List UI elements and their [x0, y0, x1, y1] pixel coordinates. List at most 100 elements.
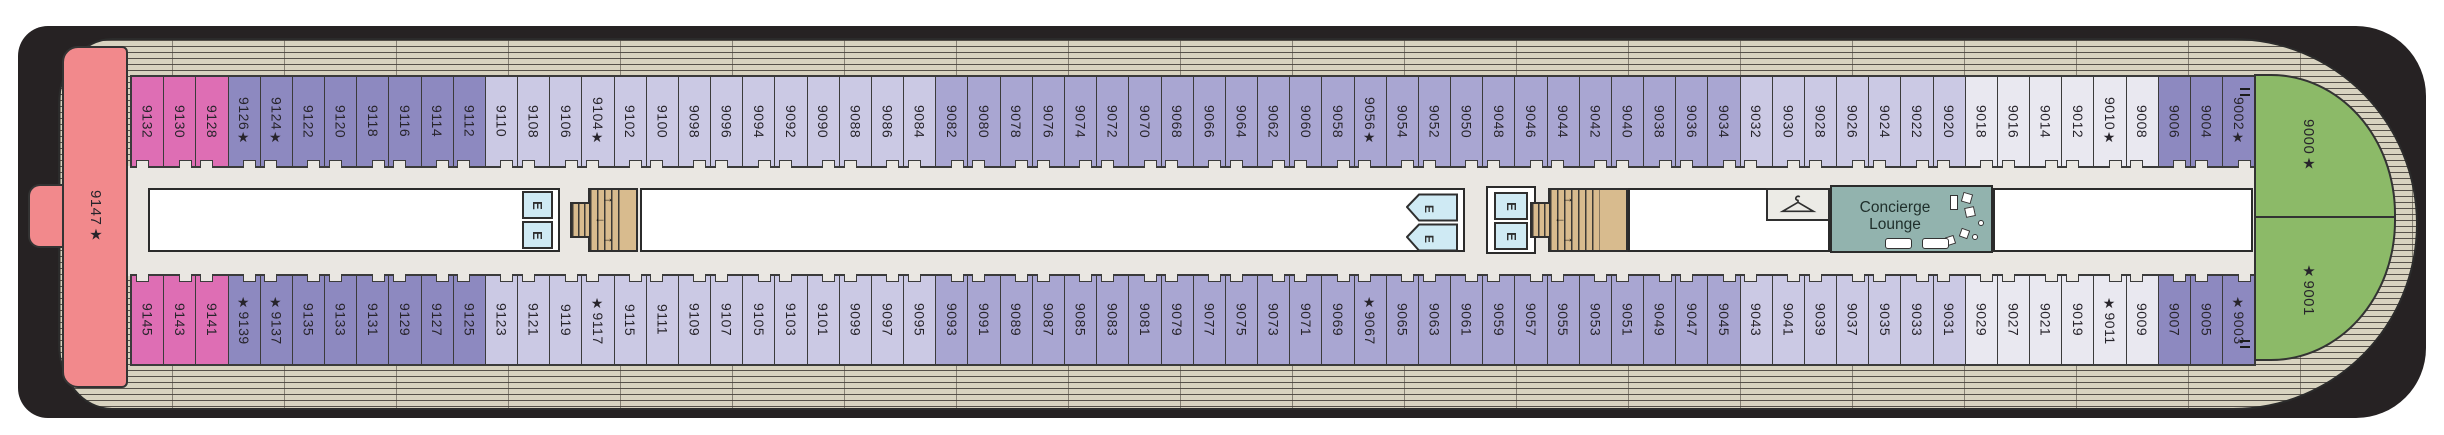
elevator: E — [522, 191, 553, 219]
cabin-label: 9009 — [2134, 303, 2151, 337]
cabin-label: 9126★ — [236, 96, 253, 147]
cabin-label: 9064 — [1233, 104, 1250, 139]
cabin-label: 9109 — [686, 303, 703, 337]
cabin-label: 9135 — [300, 303, 317, 337]
cabin-label: 9014 — [2037, 104, 2054, 139]
cabin-9089: 9089 — [1000, 274, 1033, 364]
cabin-label: 9058 — [1329, 104, 1346, 139]
cabin-9137: ★9137 — [260, 274, 293, 364]
cabin-9019: 9019 — [2062, 274, 2095, 364]
cabin-label: 9129 — [396, 303, 413, 337]
elevator: E — [1494, 222, 1528, 250]
elevator: E — [1406, 193, 1458, 222]
cabin-label: 9020 — [1941, 104, 1958, 139]
cabin-label: 9027 — [2005, 303, 2022, 337]
cabin-label: 9092 — [783, 104, 800, 139]
cabin-label: 9059 — [1490, 303, 1507, 337]
cabin-label: 9087 — [1040, 303, 1057, 337]
cabin-9070: 9070 — [1129, 77, 1162, 168]
cabin-9088: 9088 — [839, 77, 872, 168]
svg-text:E: E — [1422, 235, 1436, 243]
cabin-label: 9091 — [976, 303, 993, 337]
cabin-9101: 9101 — [807, 274, 840, 364]
cabin-label: 9099 — [847, 303, 864, 337]
cabin-9111: 9111 — [646, 274, 679, 364]
cabin-label: ★9067 — [1362, 295, 1379, 345]
cabin-9005: 9005 — [2191, 274, 2224, 364]
cabin-9094: 9094 — [743, 77, 776, 168]
cabin-9046: 9046 — [1515, 77, 1548, 168]
cabin-label: 9132 — [139, 104, 156, 139]
cabin-9075: 9075 — [1225, 274, 1259, 364]
cabin-9051: 9051 — [1611, 274, 1645, 364]
cabin-9128: 9128 — [196, 77, 229, 168]
cabin-label: 9072 — [1104, 104, 1121, 139]
cabin-label: 9066 — [1201, 104, 1218, 139]
cabin-label: 9071 — [1297, 303, 1314, 337]
cabin-9060: 9060 — [1290, 77, 1323, 168]
cabin-label: 9075 — [1233, 303, 1250, 337]
cabin-label: 9094 — [750, 104, 767, 139]
cabin-9063: 9063 — [1418, 274, 1452, 364]
cabin-9086: 9086 — [871, 77, 905, 168]
cabin-9016: 9016 — [1997, 77, 2031, 168]
cabin-label: 9056★ — [1362, 96, 1379, 147]
stairs-icon — [1548, 188, 1628, 252]
cabin-label: 9052 — [1426, 104, 1443, 139]
cabin-9143: 9143 — [164, 274, 197, 364]
cabin-9072: 9072 — [1097, 77, 1130, 168]
cabin-label: 9127 — [429, 303, 446, 337]
cabin-9108: 9108 — [518, 77, 551, 168]
cabin-label: 9098 — [686, 104, 703, 139]
cabin-label: 9122 — [300, 104, 317, 139]
cabin-9105: 9105 — [743, 274, 776, 364]
cabin-label: 9104★ — [589, 96, 606, 147]
cabin-label: 9022 — [1909, 104, 1926, 139]
cabin-label: 9024 — [1876, 104, 1893, 139]
cabin-label: 9116 — [396, 105, 413, 138]
hanger-icon — [1779, 194, 1817, 212]
cabin-label: 9082 — [943, 104, 960, 139]
cabin-9045: 9045 — [1708, 274, 1741, 364]
cabin-9029: 9029 — [1965, 274, 1998, 364]
cabin-9131: 9131 — [357, 274, 390, 364]
cabin-label: 9121 — [525, 303, 542, 337]
cabin-9099: 9099 — [839, 274, 872, 364]
cabin-9021: 9021 — [2030, 274, 2063, 364]
cabin-9076: 9076 — [1032, 77, 1065, 168]
cabin-label: 9046 — [1522, 104, 1539, 139]
cabin-9133: 9133 — [325, 274, 358, 364]
cabin-label: 9133 — [332, 303, 349, 337]
cabin-9117: ★9117 — [582, 274, 615, 364]
cabin-label: 9145 — [139, 303, 156, 337]
cabin-9103: 9103 — [775, 274, 808, 364]
cabin-9093: 9093 — [936, 274, 969, 364]
cabin-9041: 9041 — [1772, 274, 1805, 364]
cabin-label: 9068 — [1169, 104, 1186, 139]
cabin-9034: 9034 — [1708, 77, 1741, 168]
cabin-label: 9040 — [1619, 104, 1636, 139]
suite-9147-balcony-bump — [28, 184, 68, 248]
cabin-9003: ★9003 — [2223, 274, 2255, 364]
cabin-9121: 9121 — [518, 274, 551, 364]
cabin-9118: 9118 — [357, 77, 390, 168]
cabin-label: 9054 — [1394, 104, 1411, 139]
stairs-icon — [588, 188, 638, 252]
cabin-9056: 9056★ — [1354, 77, 1387, 168]
cabin-9139: ★9139 — [228, 274, 261, 364]
cabin-9068: 9068 — [1161, 77, 1194, 168]
cabin-9007: 9007 — [2158, 274, 2191, 364]
cabin-9129: 9129 — [389, 274, 422, 364]
cabin-label: 9086 — [879, 104, 896, 139]
cabin-label: 9097 — [879, 303, 896, 337]
cabin-9104: 9104★ — [582, 77, 615, 168]
cabin-9120: 9120 — [325, 77, 358, 168]
cabin-label: 9103 — [783, 303, 800, 337]
cabin-9098: 9098 — [678, 77, 712, 168]
cabin-9009: 9009 — [2126, 274, 2159, 364]
cabin-label: 9028 — [1812, 104, 1829, 139]
cabin-label: 9085 — [1072, 303, 1089, 337]
cabin-label: 9008 — [2134, 104, 2151, 139]
cabin-9078: 9078 — [1000, 77, 1033, 168]
